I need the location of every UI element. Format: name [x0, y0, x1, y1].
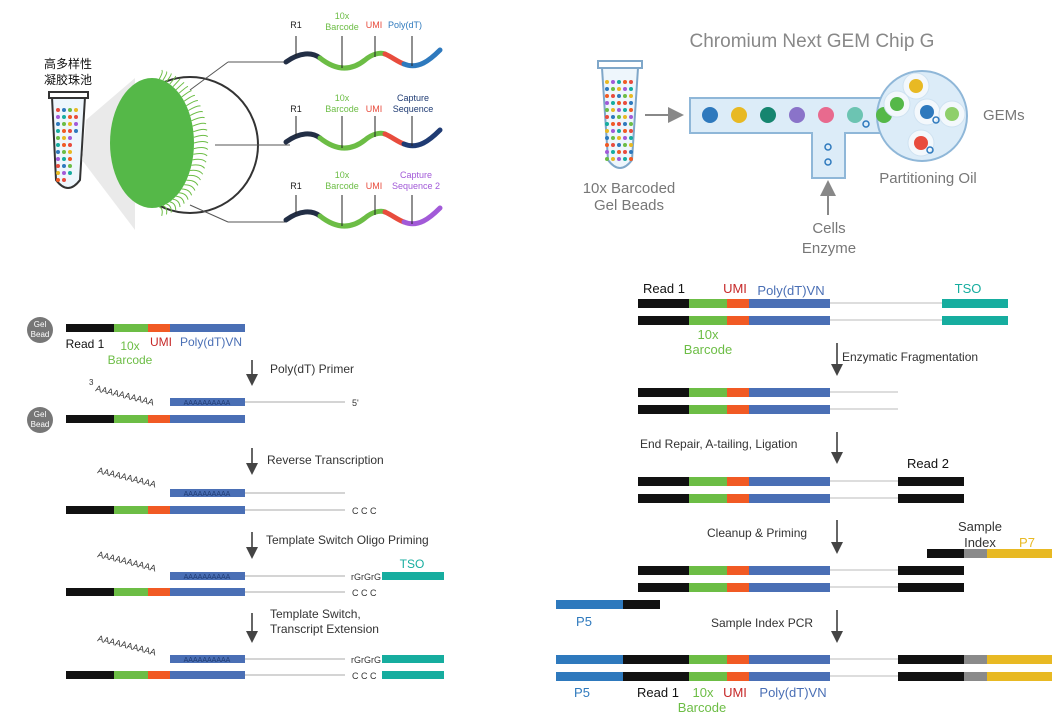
tube-label-2: Gel Beads	[594, 197, 664, 214]
lib-barcode-b: Barcode	[678, 700, 726, 715]
strand1-umi: UMI	[366, 20, 383, 30]
chip-panel: Chromium Next GEM Chip G 10x Barcoded Ge…	[583, 31, 1025, 257]
lib-polydt: Poly(dT)VN	[757, 283, 824, 298]
lib-read2: Read 2	[907, 456, 949, 471]
rgrgrg-1: rGrGrG	[351, 572, 381, 582]
strand2-r1: R1	[290, 104, 302, 114]
gel-bead-icon	[27, 317, 53, 343]
lib-step3: Cleanup & Priming	[707, 526, 807, 540]
lib-umi: UMI	[723, 281, 747, 296]
strand3-capture-2: Sequence 2	[392, 181, 440, 191]
polyt-hybrid-4: AAAAAAAAAA	[184, 657, 231, 664]
enzyme-label: Enzyme	[802, 240, 856, 257]
rt-step1: Poly(dT) Primer	[270, 362, 354, 376]
bead-tube-icon	[48, 91, 89, 189]
lib-read1: Read 1	[643, 281, 685, 296]
rt-panel: Gel Bead Read 1 10x Barcode UMI Poly(dT)…	[27, 317, 444, 681]
rt-umi: UMI	[150, 335, 172, 349]
lib-umi-b: UMI	[723, 685, 747, 700]
polyt-hybrid: AAAAAAAAAA	[184, 400, 231, 407]
lib-read1-b: Read 1	[637, 685, 679, 700]
strand2-umi: UMI	[366, 104, 383, 114]
lib-tso: TSO	[955, 281, 982, 296]
cells-label: Cells	[812, 220, 845, 237]
strand1-r1: R1	[290, 20, 302, 30]
polya-tail-3: AAAAAAAAAA	[97, 549, 158, 573]
rt-barcode-1: 10x	[120, 339, 139, 353]
strand-capture: R1 10x Barcode UMI Capture Sequence	[283, 93, 443, 151]
lib-barcode-1: 10x	[698, 327, 719, 342]
five-prime-label: 5'	[352, 398, 359, 408]
tube-label-1: 10x Barcoded	[583, 180, 676, 197]
strand2-capture-2: Sequence	[393, 104, 434, 114]
strand3-barcode-2: Barcode	[325, 181, 359, 191]
strand3-r1: R1	[290, 181, 302, 191]
strand2-barcode-2: Barcode	[325, 104, 359, 114]
lib-barcode-2: Barcode	[684, 342, 732, 357]
lib-step4: Sample Index PCR	[711, 616, 813, 630]
gel-bead-label-1: Gel	[34, 320, 47, 329]
lib-step2: End Repair, A-tailing, Ligation	[640, 437, 797, 451]
bead-pool-label-2: 凝胶珠池	[44, 72, 92, 87]
polya-tail-4: AAAAAAAAAA	[97, 633, 158, 657]
lib-p7: P7	[1019, 535, 1035, 550]
lib-sample-1: Sample	[958, 519, 1002, 534]
strand2-capture-1: Capture	[397, 93, 429, 103]
three-prime-label: 3	[89, 378, 94, 387]
oil-label: Partitioning Oil	[879, 170, 977, 187]
bead-panel: 高多样性 凝胶珠池	[44, 11, 443, 230]
rt-polydt: Poly(dT)VN	[180, 335, 242, 349]
rt-step3: Template Switch Oligo Priming	[266, 533, 429, 547]
bead-pool-label-1: 高多样性	[44, 56, 92, 71]
rgrgrg-2: rGrGrG	[351, 655, 381, 665]
polyt-hybrid-2: AAAAAAAAAA	[184, 491, 231, 498]
strand-capture-2: R1 10x Barcode UMI Capture Sequence 2	[283, 170, 443, 229]
rt-read1: Read 1	[66, 337, 105, 351]
library-panel: Read 1 UMI Poly(dT)VN TSO 10x Barcode En…	[556, 281, 1052, 715]
ccc-2: C C C	[352, 588, 377, 598]
gel-bead-tube-icon	[597, 60, 643, 169]
rt-barcode-2: Barcode	[108, 353, 153, 367]
lib-p5: P5	[576, 614, 592, 629]
ccc-1: C C C	[352, 506, 377, 516]
lib-10x-b: 10x	[693, 685, 714, 700]
polya-tail-2: AAAAAAAAAA	[97, 465, 158, 489]
strand-polydt: R1 10x Barcode UMI Poly(dT)	[283, 11, 443, 71]
gel-bead-icon-2	[27, 407, 53, 433]
rt-tso: TSO	[400, 557, 425, 571]
strand1-barcode-1: 10x	[335, 11, 350, 21]
lib-p5-b: P5	[574, 685, 590, 700]
strand2-barcode-1: 10x	[335, 93, 350, 103]
strand1-polydt: Poly(dT)	[388, 20, 422, 30]
gel-bead-label-2: Bead	[31, 330, 50, 339]
gel-bead2-label-1: Gel	[34, 410, 47, 419]
rt-step4-2: Transcript Extension	[270, 622, 379, 636]
lib-polydt-b: Poly(dT)VN	[759, 685, 826, 700]
strand3-umi: UMI	[366, 181, 383, 191]
strand3-capture-1: Capture	[400, 170, 432, 180]
magnified-bead	[110, 69, 259, 216]
strand3-barcode-1: 10x	[335, 170, 350, 180]
rt-step4-1: Template Switch,	[270, 607, 361, 621]
gel-bead2-label-2: Bead	[31, 420, 50, 429]
chip-title: Chromium Next GEM Chip G	[690, 31, 935, 52]
gems-label: GEMs	[983, 107, 1025, 124]
ccc-3: C C C	[352, 671, 377, 681]
polya-tail: AAAAAAAAAA	[95, 383, 156, 407]
lib-sample-2: Index	[964, 535, 996, 550]
rt-step2: Reverse Transcription	[267, 453, 384, 467]
strand1-barcode-2: Barcode	[325, 22, 359, 32]
polyt-hybrid-3: AAAAAAAAAA	[184, 574, 231, 581]
lib-step1: Enzymatic Fragmentation	[842, 350, 978, 364]
